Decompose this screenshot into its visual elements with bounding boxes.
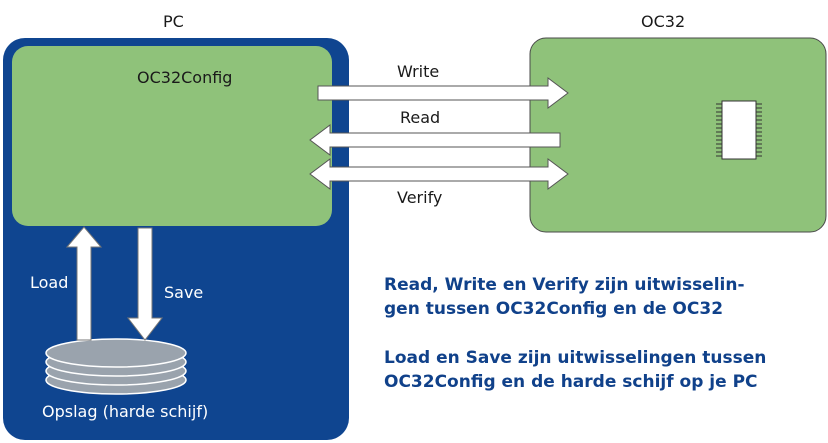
note-line-4: OC32Config en de harde schijf op je PC: [384, 372, 758, 392]
save-label: Save: [164, 283, 204, 302]
oc32config-label: OC32Config: [137, 68, 233, 87]
note-line-1: Read, Write en Verify zijn uitwisselin-: [384, 275, 745, 295]
read-label: Read: [400, 108, 441, 127]
verify-label: Verify: [397, 188, 443, 207]
oc32-title: OC32: [641, 12, 686, 31]
chip-icon: [716, 100, 762, 160]
write-arrow: [317, 77, 569, 109]
pc-title: PC: [163, 12, 184, 31]
save-arrow: [126, 227, 164, 341]
note-line-3: Load en Save zijn uitwisselingen tussen: [384, 348, 767, 368]
note-line-2: gen tussen OC32Config en de OC32: [384, 299, 724, 319]
read-arrow: [309, 124, 561, 156]
note-load-save: Load en Save zijn uitwisselingen tussen …: [384, 346, 824, 394]
note-read-write-verify: Read, Write en Verify zijn uitwisselin- …: [384, 273, 824, 321]
oc32config-box: [12, 46, 332, 226]
load-arrow: [65, 226, 103, 341]
verify-arrow: [309, 158, 569, 190]
load-label: Load: [30, 273, 69, 292]
write-label: Write: [397, 62, 440, 81]
disk-stack-icon: [45, 338, 187, 395]
storage-label: Opslag (harde schijf): [42, 402, 209, 421]
oc32-board: [529, 37, 827, 233]
